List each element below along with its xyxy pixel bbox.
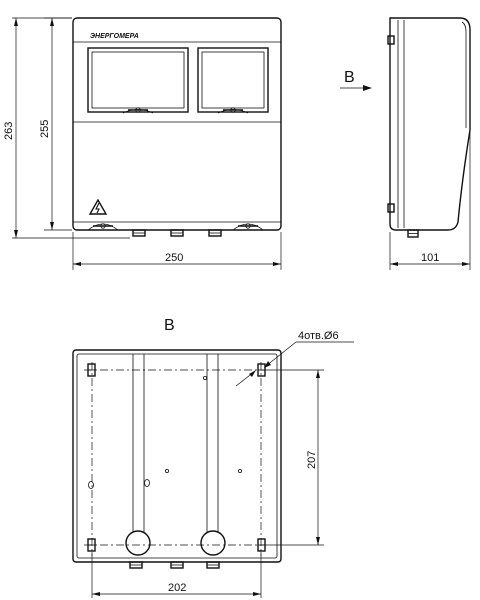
latch-left (122, 107, 154, 114)
front-enclosure-outline (72, 17, 282, 231)
small-hole-4 (88, 481, 94, 489)
latch-right (217, 107, 249, 114)
back-inner-outline (76, 353, 278, 559)
holes-leader (235, 341, 354, 387)
dim-250-label: 250 (165, 252, 183, 264)
dimension-263: 263 (3, 17, 130, 239)
side-view-label: B (344, 69, 355, 86)
side-hinge-bottom (387, 203, 395, 213)
side-enclosure-outline (389, 17, 471, 231)
dim-263-label: 263 (3, 122, 15, 140)
window-right-inner (201, 51, 265, 109)
back-enclosure-outline (72, 349, 282, 563)
hole-centerlines (84, 362, 270, 556)
front-view: ЭНЕРГОМЕРА (72, 17, 282, 237)
cable-entry-right (200, 530, 226, 556)
small-hole-1 (202, 375, 207, 380)
cable-gland-2 (170, 229, 184, 237)
mounting-hole-tl (87, 363, 96, 377)
mounting-hole-tr (257, 363, 266, 377)
back-cable-gland-1 (129, 561, 143, 569)
cable-channel-left (132, 354, 145, 532)
dimension-207: 207 (268, 369, 324, 546)
window-left (87, 47, 189, 113)
cable-gland-1 (132, 229, 146, 237)
small-hole-3 (237, 468, 242, 473)
brand-label: ЭНЕРГОМЕРА (90, 33, 139, 40)
back-cable-gland-2 (170, 561, 184, 569)
back-view: B (72, 317, 354, 569)
side-front-edge (461, 21, 467, 128)
cable-channel-right (206, 354, 219, 532)
holes-note: 4отв.Ø6 (298, 330, 339, 342)
cable-entry-left (125, 530, 151, 556)
small-hole-5 (144, 479, 150, 487)
small-hole-2 (164, 468, 169, 473)
window-right (197, 47, 269, 113)
back-cable-gland-3 (206, 561, 220, 569)
bottom-latch-left (87, 223, 119, 231)
side-cable-gland (407, 229, 419, 238)
dim-255-label: 255 (39, 120, 51, 138)
side-view: B (340, 17, 471, 238)
bottom-latch-right (232, 223, 264, 231)
mounting-hole-bl (87, 538, 96, 552)
side-hinge-top (387, 35, 395, 45)
dim-207-label: 207 (306, 451, 318, 469)
window-left-inner (91, 51, 185, 109)
back-view-label: B (164, 317, 175, 334)
dim-202-label: 202 (168, 582, 186, 594)
dimension-250: 250 (72, 232, 282, 270)
cable-gland-3 (208, 229, 222, 237)
dimension-101: 101 (389, 132, 471, 270)
dimension-255: 255 (39, 17, 72, 231)
mounting-hole-br (257, 538, 266, 552)
view-arrow-icon (340, 85, 372, 91)
dim-101-label: 101 (421, 252, 439, 264)
dimension-202: 202 (91, 552, 262, 598)
warning-sign-icon (88, 198, 108, 215)
